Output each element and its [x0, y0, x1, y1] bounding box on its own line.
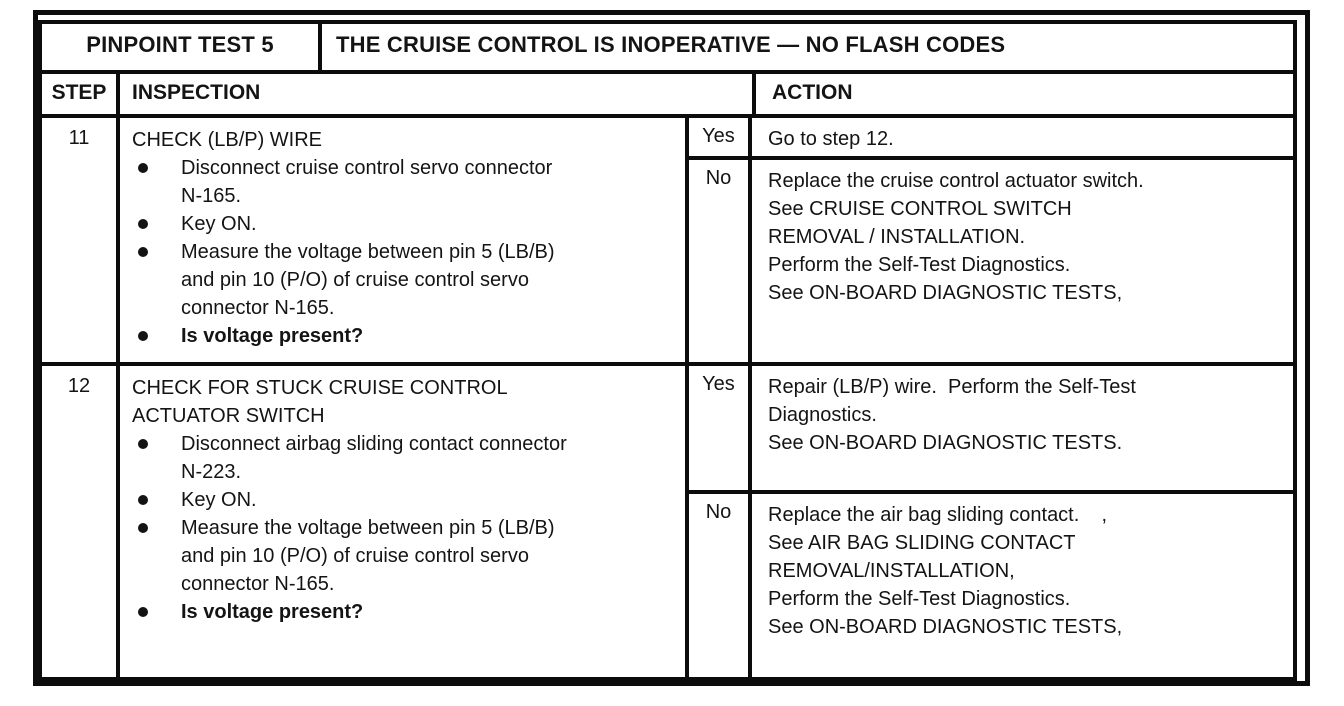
- action-line: Perform the Self-Test Diagnostics.: [768, 588, 1071, 610]
- bullet-dot-icon: [138, 523, 148, 533]
- inspection-title-line: ACTUATOR SWITCH: [132, 405, 325, 427]
- bullet-dot-icon: [138, 219, 148, 229]
- action-line: Replace the cruise control actuator swit…: [768, 170, 1144, 192]
- bullet-dot-icon: [138, 607, 148, 617]
- action-cell: Go to step 12.: [752, 118, 1293, 156]
- outcomes-column: Yes Go to step 12. No Replace the cruise…: [689, 118, 1293, 362]
- action-line: See ON-BOARD DIAGNOSTIC TESTS.: [768, 432, 1123, 454]
- outcome-yes: Yes Repair (LB/P) wire. Perform the Self…: [689, 366, 1293, 494]
- bullet-line: N-223.: [181, 461, 242, 483]
- column-header-action: ACTION: [772, 81, 853, 104]
- action-line: Perform the Self-Test Diagnostics.: [768, 254, 1071, 276]
- action-line: See ON-BOARD DIAGNOSTIC TESTS,: [768, 282, 1123, 304]
- bullet-dot-icon: [138, 163, 148, 173]
- inspection-cell: CHECK FOR STUCK CRUISE CONTROL ACTUATOR …: [120, 366, 689, 677]
- bullet-line: Disconnect cruise control servo connecto…: [181, 157, 553, 179]
- pinpoint-test-table: PINPOINT TEST 5 THE CRUISE CONTROL IS IN…: [33, 10, 1310, 686]
- inspection-cell: CHECK (LB/P) WIRE Disconnect cruise cont…: [120, 118, 689, 362]
- inspection-bullet: Key ON.: [132, 486, 677, 514]
- pinpoint-test-title: THE CRUISE CONTROL IS INOPERATIVE — NO F…: [336, 32, 1006, 57]
- bullet-dot-icon: [138, 439, 148, 449]
- inspection-bullet: Measure the voltage between pin 5 (LB/B)…: [132, 514, 677, 598]
- no-label: No: [689, 160, 752, 362]
- yes-label: Yes: [689, 366, 752, 490]
- action-line: See CRUISE CONTROL SWITCH: [768, 198, 1072, 220]
- column-header-row: STEP INSPECTION ACTION: [42, 74, 1293, 118]
- inspection-bullet: Disconnect cruise control servo connecto…: [132, 154, 677, 210]
- bullet-line: Key ON.: [181, 489, 257, 511]
- column-header-step: STEP: [42, 74, 120, 114]
- inspection-bullet: Disconnect airbag sliding contact connec…: [132, 430, 677, 486]
- outcomes-column: Yes Repair (LB/P) wire. Perform the Self…: [689, 366, 1293, 677]
- table-title-row: PINPOINT TEST 5 THE CRUISE CONTROL IS IN…: [42, 24, 1293, 74]
- bullet-line: Is voltage present?: [181, 601, 364, 623]
- action-cell: Repair (LB/P) wire. Perform the Self-Tes…: [752, 366, 1293, 490]
- table-inner-frame: PINPOINT TEST 5 THE CRUISE CONTROL IS IN…: [38, 20, 1297, 681]
- inspection-question-bullet: Is voltage present?: [132, 322, 677, 350]
- action-line: Diagnostics.: [768, 404, 877, 426]
- outcome-no: No Replace the air bag sliding contact. …: [689, 494, 1293, 677]
- outcome-no: No Replace the cruise control actuator s…: [689, 160, 1293, 362]
- action-line: See ON-BOARD DIAGNOSTIC TESTS,: [768, 616, 1123, 638]
- action-cell: Replace the air bag sliding contact. , S…: [752, 494, 1293, 677]
- bullet-line: and pin 10 (P/O) of cruise control servo: [181, 269, 529, 291]
- inspection-question-bullet: Is voltage present?: [132, 598, 677, 626]
- step-number: 12: [42, 366, 120, 677]
- action-line: See AIR BAG SLIDING CONTACT: [768, 532, 1076, 554]
- step-row-12: 12 CHECK FOR STUCK CRUISE CONTROL ACTUAT…: [42, 366, 1293, 677]
- action-line: Go to step 12.: [768, 128, 894, 150]
- column-header-inspection: INSPECTION: [120, 74, 756, 114]
- yes-label: Yes: [689, 118, 752, 156]
- bullet-line: and pin 10 (P/O) of cruise control servo: [181, 545, 529, 567]
- bullet-dot-icon: [138, 331, 148, 341]
- inspection-bullet: Measure the voltage between pin 5 (LB/B)…: [132, 238, 677, 322]
- bullet-line: Is voltage present?: [181, 325, 364, 347]
- action-line: REMOVAL / INSTALLATION.: [768, 226, 1026, 248]
- inspection-title-line: CHECK FOR STUCK CRUISE CONTROL: [132, 377, 508, 399]
- no-label: No: [689, 494, 752, 677]
- bullet-line: connector N-165.: [181, 297, 335, 319]
- bullet-line: Disconnect airbag sliding contact connec…: [181, 433, 567, 455]
- action-line: Repair (LB/P) wire. Perform the Self-Tes…: [768, 376, 1136, 398]
- bullet-line: connector N-165.: [181, 573, 335, 595]
- pinpoint-test-label: PINPOINT TEST 5: [42, 24, 322, 70]
- action-line: REMOVAL/INSTALLATION,: [768, 560, 1015, 582]
- step-row-11: 11 CHECK (LB/P) WIRE Disconnect cruise c…: [42, 118, 1293, 366]
- step-number: 11: [42, 118, 120, 362]
- bullet-line: Measure the voltage between pin 5 (LB/B): [181, 241, 555, 263]
- action-line: Replace the air bag sliding contact. ,: [768, 504, 1108, 526]
- outcome-yes: Yes Go to step 12.: [689, 118, 1293, 160]
- inspection-title: CHECK FOR STUCK CRUISE CONTROL ACTUATOR …: [132, 374, 677, 430]
- action-cell: Replace the cruise control actuator swit…: [752, 160, 1293, 362]
- inspection-bullet: Key ON.: [132, 210, 677, 238]
- bullet-line: N-165.: [181, 185, 242, 207]
- bullet-line: Measure the voltage between pin 5 (LB/B): [181, 517, 555, 539]
- bullet-dot-icon: [138, 495, 148, 505]
- inspection-title-line: CHECK (LB/P) WIRE: [132, 129, 323, 151]
- bullet-dot-icon: [138, 247, 148, 257]
- bullet-line: Key ON.: [181, 213, 257, 235]
- inspection-title: CHECK (LB/P) WIRE: [132, 126, 677, 154]
